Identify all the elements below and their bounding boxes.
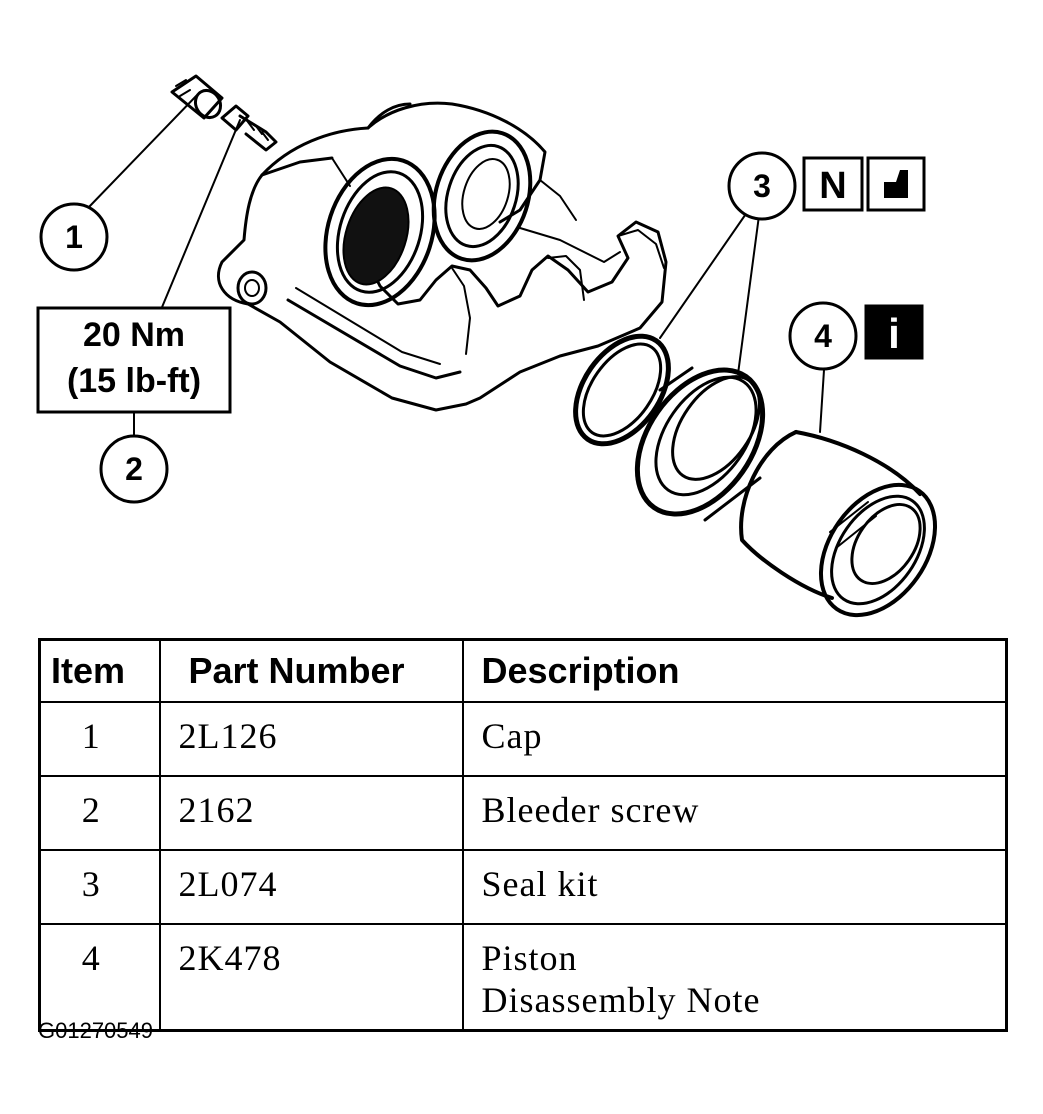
- row-part-number: 2L126: [158, 701, 464, 777]
- seal-ring-part: [573, 333, 671, 447]
- bleeder-screw-part: [220, 104, 278, 152]
- table-row: 4 2K478 Piston Disassembly Note: [38, 923, 1008, 1032]
- piston-part: [739, 430, 938, 618]
- table-row: 1 2L126 Cap: [38, 701, 1008, 777]
- row-item: 1: [38, 701, 161, 777]
- parts-table: Item Part Number Description 1 2L126 Cap…: [38, 638, 1008, 1032]
- info-icon-label: i: [888, 310, 900, 357]
- callout-2-label: 2: [125, 451, 143, 487]
- table-header-row: Item Part Number Description: [38, 638, 1008, 703]
- new-part-badge: N: [802, 156, 864, 212]
- torque-metric: 20 Nm: [83, 316, 185, 354]
- row-part-number: 2K478: [158, 923, 464, 1032]
- info-icon: i: [864, 304, 924, 360]
- description-line: Disassembly Note: [481, 980, 761, 1020]
- dust-boot-part: [634, 366, 766, 522]
- callout-3-label: 3: [753, 168, 771, 204]
- header-item: Item: [38, 638, 161, 703]
- leader-lines: [87, 91, 825, 449]
- row-description: Seal kit: [461, 849, 1008, 925]
- callout-4: 4: [788, 301, 858, 371]
- header-part-number: Part Number: [158, 638, 464, 703]
- callout-2: 2: [99, 434, 169, 504]
- table-row: 3 2L074 Seal kit: [38, 849, 1008, 925]
- cap-part: [170, 74, 224, 120]
- new-part-badge-label: N: [819, 165, 846, 207]
- figure-code: G01270549: [38, 1018, 153, 1043]
- row-description: Bleeder screw: [461, 775, 1008, 851]
- row-part-number: 2L074: [158, 849, 464, 925]
- row-item: 3: [38, 849, 161, 925]
- torque-spec-box: 20 Nm (15 lb-ft): [36, 306, 232, 414]
- caliper-exploded-diagram: 1 2 3 4 20 Nm (15 lb-ft) N i: [36, 74, 938, 618]
- callout-3: 3: [727, 151, 797, 221]
- description-line: Seal kit: [481, 864, 599, 904]
- caliper-body: [216, 101, 668, 412]
- callout-4-label: 4: [814, 318, 832, 354]
- header-description: Description: [461, 638, 1008, 703]
- callout-1: 1: [39, 202, 109, 272]
- row-item: 2: [38, 775, 161, 851]
- row-description: Cap: [461, 701, 1008, 777]
- disassemble-icon: [866, 156, 926, 212]
- row-part-number: 2162: [158, 775, 464, 851]
- table-row: 2 2162 Bleeder screw: [38, 775, 1008, 851]
- row-item: 4: [38, 923, 161, 1032]
- description-line: Cap: [481, 716, 543, 756]
- row-description: Piston Disassembly Note: [461, 923, 1008, 1032]
- description-line: Bleeder screw: [481, 790, 700, 830]
- description-line: Piston: [481, 938, 578, 978]
- torque-imperial: (15 lb-ft): [67, 362, 201, 400]
- callout-1-label: 1: [65, 219, 83, 255]
